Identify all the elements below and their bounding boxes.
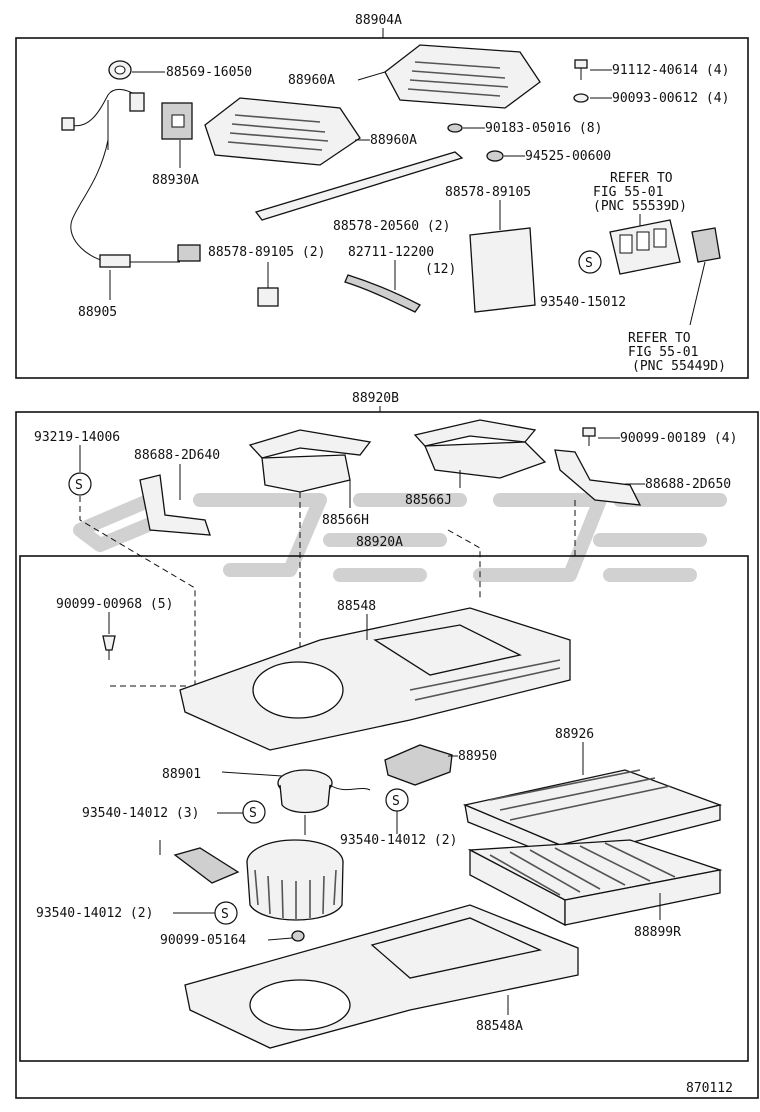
case-lower-part (184, 904, 579, 1049)
svg-text:FIG 55-01: FIG 55-01 (628, 345, 698, 360)
band-qty-label: (12) (425, 262, 456, 277)
bracket-left-label: 88688-2D640 (134, 448, 220, 463)
screw-resistor-label: 93540-14012 (2) (340, 833, 457, 848)
upper-assembly-label: 88904A (355, 13, 402, 28)
duct-left-label: 88566H (322, 513, 369, 528)
amp-cover-right-part (384, 44, 541, 109)
resistor-part (384, 744, 453, 786)
s-mark-left: S (68, 472, 92, 496)
amp-cover-right-label: 88960A (288, 73, 335, 88)
svg-text:FIG 55-01: FIG 55-01 (593, 185, 663, 200)
svg-text:S: S (249, 806, 257, 821)
screw-motor-label: 93540-14012 (3) (82, 806, 199, 821)
screw-fan-label: 93540-14012 (2) (36, 906, 153, 921)
diagram-id: 870112 (686, 1081, 733, 1096)
svg-text:(PNC 55539D): (PNC 55539D) (593, 199, 687, 214)
duct-left-part (248, 429, 372, 493)
svg-text:S: S (75, 478, 83, 493)
duct-right-label: 88566J (405, 493, 452, 508)
svg-text:(PNC 55449D): (PNC 55449D) (632, 359, 726, 374)
seal-pad-large-part (469, 227, 536, 313)
clip-left-label: 90099-00968 (5) (56, 597, 173, 612)
band-label: 82711-12200 (348, 245, 434, 260)
clip-left-part (102, 635, 116, 660)
s-mark-upper: S (578, 250, 602, 274)
sensor-part (159, 840, 240, 884)
harness-label: 88905 (78, 305, 117, 320)
seal-pad-large-label: 88578-89105 (445, 185, 531, 200)
connector-part (161, 102, 193, 140)
resistor-label: 88950 (458, 749, 497, 764)
screw-s-label: 93540-15012 (540, 295, 626, 310)
svg-text:REFER TO: REFER TO (628, 331, 691, 346)
inner-assembly-label: 88920A (356, 535, 403, 550)
lower-assembly-label: 88920B (352, 391, 399, 406)
case-upper-part (179, 607, 571, 751)
upper-assembly-frame (15, 37, 749, 379)
nut-label: 90183-05016 (8) (485, 121, 602, 136)
case-upper-label: 88548 (337, 599, 376, 614)
bracket-right-part (554, 449, 642, 506)
seal-strip-part (254, 151, 464, 221)
svg-text:S: S (221, 907, 229, 922)
watermark (73, 493, 727, 582)
filter-label: 88926 (555, 727, 594, 742)
motor-part (277, 769, 371, 835)
grommet-part (486, 150, 504, 162)
seal-pad-small-part (257, 287, 279, 307)
amp-cover-left-part (204, 97, 361, 166)
refer-block-2: REFER TO FIG 55-01 (PNC 55449D) (628, 331, 726, 374)
washer-part (573, 93, 589, 103)
nut-fan-part (291, 930, 305, 942)
guide-lines (79, 492, 576, 690)
clip-part (108, 60, 132, 80)
bracket-right-label: 88688-2D650 (645, 477, 731, 492)
inner-assembly-frame (19, 555, 749, 1062)
nut-part (447, 123, 463, 133)
s-mark-fan: S (214, 901, 238, 925)
washer-label: 90093-00612 (4) (612, 91, 729, 106)
connector-label: 88930A (152, 173, 199, 188)
grommet-label: 94525-00600 (525, 149, 611, 164)
nut-fan-label: 90099-05164 (160, 933, 246, 948)
lower-assembly-frame (15, 411, 759, 1099)
amp-cover-left-label: 88960A (370, 133, 417, 148)
evaporator-label: 88899R (634, 925, 681, 940)
duct-right-part (413, 419, 547, 479)
cap-55449d-part (691, 227, 721, 263)
clip-label: 88569-16050 (166, 65, 252, 80)
svg-text:S: S (585, 256, 593, 271)
svg-text:S: S (392, 794, 400, 809)
svg-text:REFER TO: REFER TO (610, 171, 673, 186)
case-lower-label: 88548A (476, 1019, 523, 1034)
motor-label: 88901 (162, 767, 201, 782)
band-part (344, 274, 421, 313)
screw-label: 91112-40614 (4) (612, 63, 729, 78)
seal-strip-label: 88578-20560 (2) (333, 219, 450, 234)
bolt-right-label: 90099-00189 (4) (620, 431, 737, 446)
bolt-right-part (582, 427, 596, 446)
screw-part (574, 59, 588, 80)
s-mark-resistor: S (385, 788, 409, 812)
s-mark-motor: S (242, 800, 266, 824)
bracket-left-part (139, 474, 211, 536)
refer-block-1: REFER TO FIG 55-01 (PNC 55539D) (593, 171, 687, 214)
screw-left-label: 93219-14006 (34, 430, 120, 445)
harness-part (61, 88, 201, 268)
seal-pad-small-label: 88578-89105 (2) (208, 245, 325, 260)
bracket-55539d-part (609, 219, 681, 275)
evaporator-part (467, 839, 723, 927)
blower-fan-part (246, 839, 344, 921)
